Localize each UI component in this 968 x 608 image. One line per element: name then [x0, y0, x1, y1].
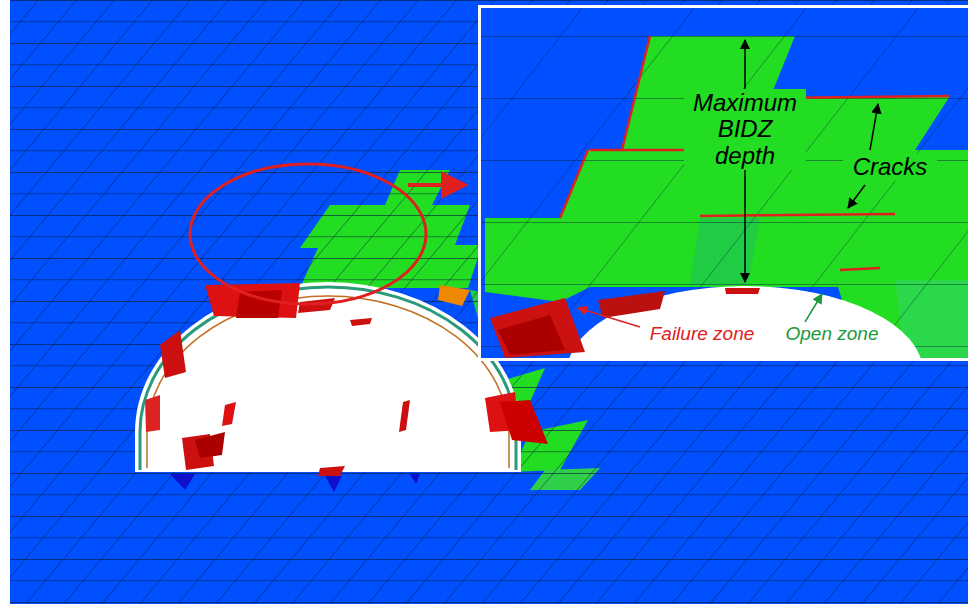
cracks-label: Cracks: [843, 153, 937, 181]
open-zone-label: Open zone: [775, 323, 889, 346]
depth-label: Maximum BIDZ depth: [684, 89, 806, 170]
failure-zone-label: Failure zone: [635, 323, 769, 346]
